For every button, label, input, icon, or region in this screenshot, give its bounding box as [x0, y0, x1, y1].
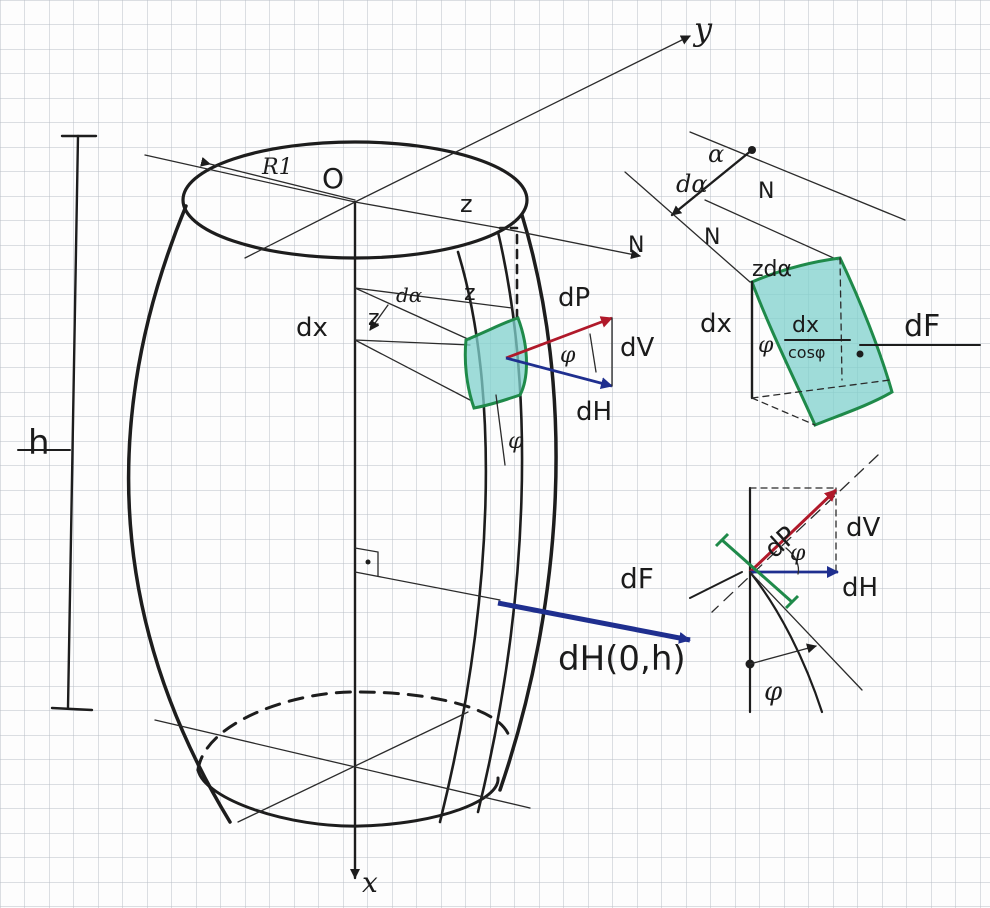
decomp-dV-label: dV	[846, 513, 881, 543]
barrel	[17, 35, 691, 880]
height-dim-bottom	[50, 706, 94, 712]
detail-phi-label: φ	[758, 333, 774, 358]
detail-guide-1	[689, 131, 906, 221]
dH-bottom-arrow	[497, 600, 691, 644]
bottom-diameter-2	[154, 719, 531, 809]
barrel-left-outline	[126, 204, 232, 824]
decomp-edge-tick-2	[784, 594, 800, 610]
detail-dalpha-label: dα	[676, 170, 708, 198]
meridian-curve-left	[438, 250, 488, 824]
phi-label-2: φ	[508, 429, 524, 454]
right-angle-marker	[354, 547, 379, 577]
perpendicular-line	[354, 571, 501, 601]
detail-dalpha-arrow	[670, 148, 754, 217]
surface-element	[463, 316, 528, 410]
decomp-dH-label: dH	[842, 573, 878, 603]
radius-line-left	[144, 154, 356, 203]
force-decomposition-view	[689, 454, 879, 714]
dV-label: dV	[620, 333, 655, 363]
height-label: h	[28, 423, 50, 463]
dH-arrow	[505, 356, 613, 389]
barrel-right-outline	[498, 213, 558, 792]
phi-label-1: φ	[560, 343, 576, 368]
n-label: N	[628, 233, 644, 258]
detail-cosphi-label: cosφ	[788, 343, 825, 362]
z-label-top: z	[460, 190, 473, 218]
z-label-side: z	[368, 306, 380, 331]
decomp-tangent-line	[749, 571, 863, 691]
phi-mark	[589, 333, 597, 373]
y-axis-line	[354, 35, 691, 203]
decomp-surface-curve	[748, 570, 824, 714]
detail-n-label-1: N	[758, 179, 774, 204]
radial-back-line	[244, 201, 356, 259]
decomp-element-edge	[721, 538, 793, 604]
height-dimension-line	[66, 134, 80, 710]
detail-dashed-bottom	[751, 397, 816, 426]
detail-element-view	[624, 131, 981, 427]
detail-n-label-2: N	[704, 225, 720, 250]
dH-bottom-label: dH(0,h)	[558, 639, 686, 679]
dP-arrow	[505, 316, 613, 360]
detail-dx-over-label: dx	[792, 313, 819, 338]
detail-dF-label: dF	[904, 309, 940, 344]
decomp-phi-arrow	[749, 643, 817, 665]
tangent-line	[495, 394, 506, 466]
decomp-phi-label-2: φ	[764, 677, 783, 707]
radius-arrow	[200, 156, 356, 201]
detail-zdalpha-label: zdα	[752, 257, 792, 282]
detail-dashed-base	[751, 379, 891, 399]
detail-element	[750, 256, 894, 427]
detail-dashed-vertical	[839, 257, 843, 381]
decomp-normal-line	[711, 454, 879, 613]
decomp-dP-arrow	[748, 488, 838, 574]
detail-dx-label: dx	[700, 309, 732, 339]
x-axis-label: x	[362, 866, 378, 899]
radial-line-4	[354, 339, 471, 401]
meridian-curve-right	[476, 230, 524, 814]
decomp-dF-label: dF	[620, 562, 654, 595]
radial-line-3	[354, 339, 471, 346]
z-label-mid: z	[464, 281, 476, 306]
bottom-ellipse-hidden	[196, 690, 512, 772]
decomp-phi-label-1: φ	[790, 541, 806, 566]
n-force-arrow	[499, 227, 641, 260]
detail-guide-2	[624, 171, 751, 283]
decomp-edge-tick-1	[714, 532, 730, 548]
radial-line-1	[354, 287, 471, 341]
radius-label: R1	[261, 155, 293, 180]
dalpha-label: dα	[396, 283, 423, 307]
right-angle-dot	[365, 559, 371, 565]
decomp-dF-leader	[689, 571, 743, 599]
dH-label: dH	[576, 397, 612, 427]
dx-label: dx	[296, 313, 328, 343]
detail-alpha-label: α	[708, 140, 724, 168]
y-axis-label: y	[692, 10, 713, 48]
origin-label: O	[322, 162, 344, 195]
detail-pivot-dot	[748, 146, 756, 154]
radial-z-line	[354, 201, 501, 229]
detail-guide-3	[704, 199, 839, 261]
radial-line-2	[354, 287, 513, 309]
detail-centroid-dot	[856, 350, 864, 358]
z-small-arrow	[369, 304, 389, 331]
decomp-phi-arc	[785, 547, 800, 575]
dP-label: dP	[558, 283, 590, 313]
